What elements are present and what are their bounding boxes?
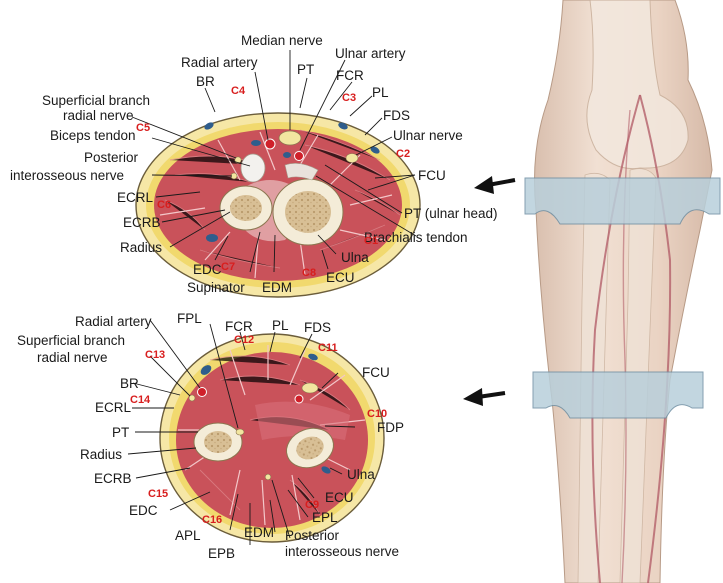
label-epl: EPL [312,510,338,525]
biceps-tendon [241,154,265,182]
label-biceps-tendon: Biceps tendon [50,128,136,143]
label-radial-artery-lower: Radial artery [75,314,152,329]
code-c13: C13 [145,349,165,361]
label-superficial-branch-lower: Superficial branch [17,333,125,348]
code-c3: C3 [342,92,356,104]
label-posterior-lower: Posterior [285,528,340,543]
label-ecrb: ECRB [123,215,161,230]
label-pl-lower: PL [272,318,289,333]
ulnar-artery [295,395,303,403]
label-brachialis-tendon: Brachialis tendon [364,230,468,245]
label-fds: FDS [383,108,410,123]
label-ulna-lower: Ulna [347,467,375,482]
label-edm-lower: EDM [244,525,274,540]
code-c8: C8 [302,267,316,279]
label-ecu-lower: ECU [325,490,354,505]
upper-cross-section [136,113,420,297]
forearm-limb-illustration [525,0,720,583]
label-fcr-lower: FCR [225,319,253,334]
label-edc: EDC [193,262,222,277]
median-nerve [279,131,301,145]
code-c2: C2 [396,148,410,160]
code-c16: C16 [202,514,222,526]
label-edc-lower: EDC [129,503,158,518]
code-c1: C1 [364,235,378,247]
label-ecu: ECU [326,270,355,285]
label-ecrl-lower: ECRL [95,400,132,415]
posterior-interosseous-nerve [265,474,271,480]
label-ulnar-artery: Ulnar artery [335,46,406,61]
code-c15: C15 [148,488,168,500]
code-c12: C12 [234,334,254,346]
code-c4: C4 [231,85,246,97]
label-ulna: Ulna [341,250,369,265]
label-radial-nerve-lower: radial nerve [37,350,108,365]
code-c9: C9 [305,499,319,511]
label-fcr: FCR [336,68,364,83]
ulna-bone [273,179,343,245]
label-fdp: FDP [377,420,404,435]
label-radius-lower: Radius [80,447,122,462]
vein [251,140,261,146]
arrow-left-icon [474,176,515,194]
radius-bone [220,186,272,230]
label-ecrb-lower: ECRB [94,471,132,486]
label-median-nerve: Median nerve [241,33,323,48]
label-posterior: Posterior [84,150,139,165]
code-c14: C14 [130,394,151,406]
label-apl: APL [175,528,201,543]
label-interosseous-nerve: interosseous nerve [10,168,124,183]
radial-artery [265,139,275,149]
ulnar-artery [295,152,304,161]
label-edm: EDM [262,280,292,295]
label-interosseous-nerve-lower: interosseous nerve [285,544,399,559]
label-ulnar-nerve: Ulnar nerve [393,128,463,143]
median-nerve [236,429,244,435]
ulnar-nerve [302,383,318,393]
vein [283,152,291,158]
code-c7: C7 [221,261,235,273]
radius-bone [194,423,242,461]
label-fds-lower: FDS [304,320,331,335]
radial-artery [198,388,207,397]
label-br-lower: BR [120,376,139,391]
label-pl: PL [372,85,389,100]
label-radius: Radius [120,240,162,255]
code-c5: C5 [136,122,150,134]
label-superficial-branch: Superficial branch [42,93,150,108]
vein [206,234,218,242]
label-epb: EPB [208,546,235,561]
label-pt-lower: PT [112,425,129,440]
code-c11: C11 [318,342,338,354]
code-c10: C10 [367,408,387,420]
code-c6: C6 [157,199,171,211]
label-radial-nerve: radial nerve [63,108,134,123]
arrow-left-icon [463,388,505,406]
label-ecrl: ECRL [117,190,154,205]
label-pt: PT [297,62,314,77]
label-br: BR [196,74,215,89]
label-pt-ulnar-head: PT (ulnar head) [404,206,498,221]
label-fcu: FCU [418,168,446,183]
label-fpl: FPL [177,311,202,326]
label-fcu-lower: FCU [362,365,390,380]
label-supinator: Supinator [187,280,245,295]
label-radial-artery: Radial artery [181,55,258,70]
